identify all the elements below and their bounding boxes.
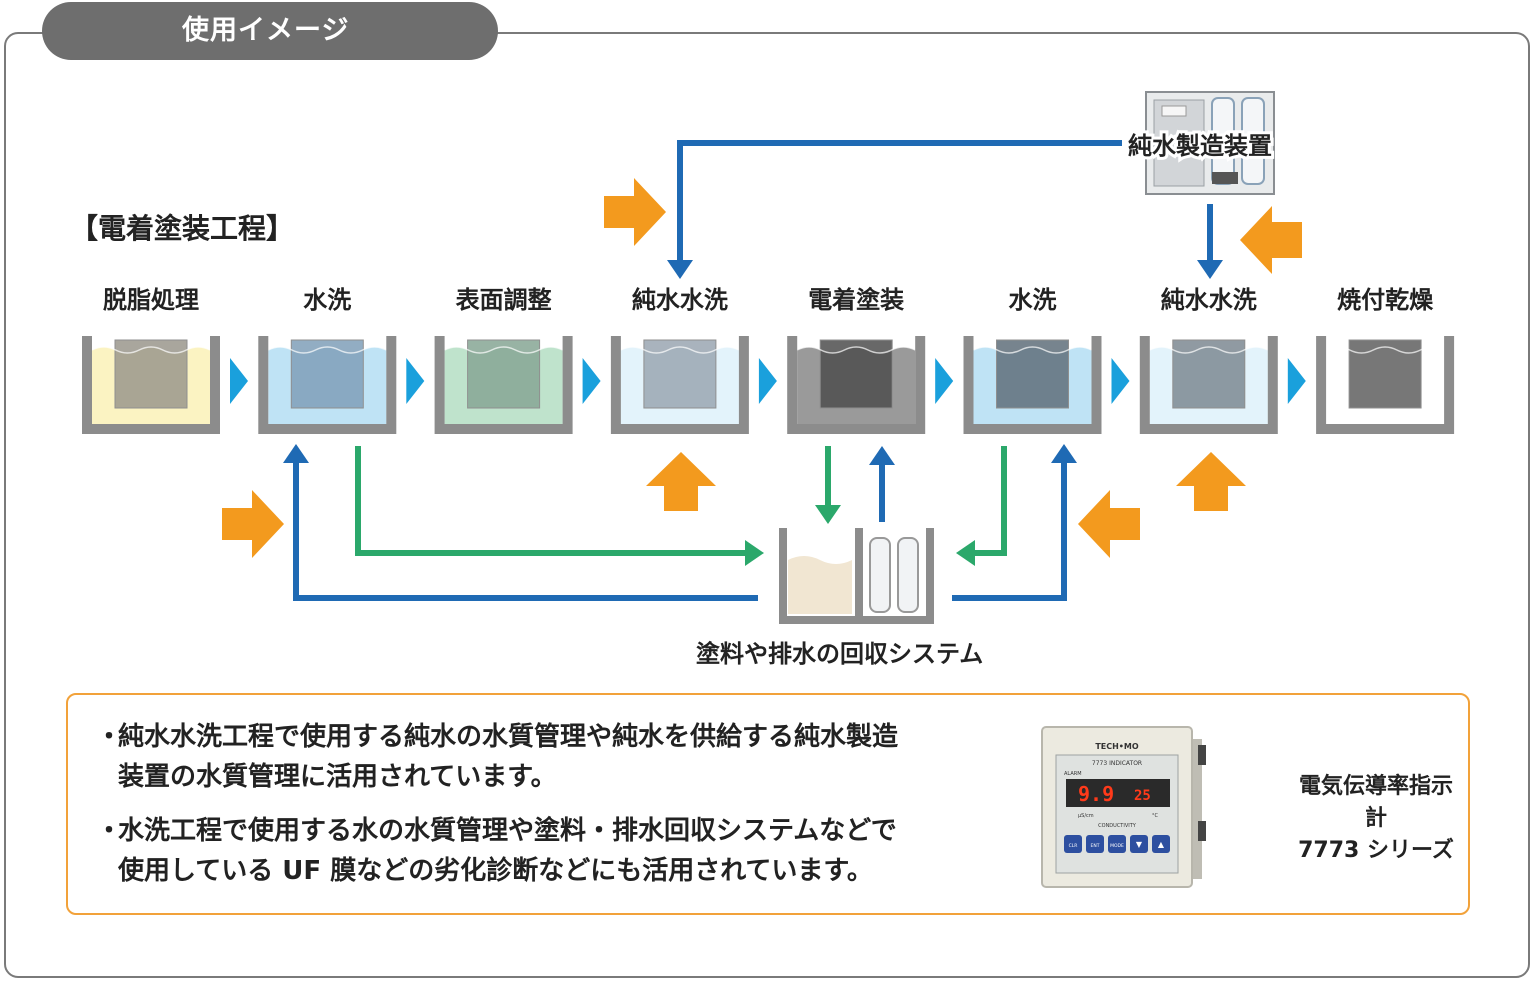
orange-arrow-left-top xyxy=(1240,206,1302,274)
meter-button xyxy=(1086,835,1104,853)
bullet-line: 装置の水質管理に活用されています。 xyxy=(118,762,557,792)
header-title: 使用イメージ xyxy=(42,2,498,60)
bullet-line: 使用している UF 膜などの劣化診断などにも活用されています。 xyxy=(118,856,873,886)
drain-line-right xyxy=(972,446,1007,556)
stage-tanks xyxy=(82,336,1455,434)
stage-labels: 脱脂処理 水洗 表面調整 純水水洗 電着塗装 水洗 純水水洗 焼付乾燥 xyxy=(103,286,1434,314)
stage-tank xyxy=(610,336,749,434)
content-frame xyxy=(4,32,1530,978)
info-box: ・ 純水水洗工程で使用する純水の水質管理や純水を供給する純水製造 装置の水質管理… xyxy=(66,693,1470,915)
stage-tank xyxy=(787,336,926,434)
drain-arrowhead-left xyxy=(745,540,764,566)
meter-button-label: ▼ xyxy=(1136,840,1143,849)
orange-arrow-right-lower xyxy=(222,490,284,558)
flow-chevron-icon xyxy=(1287,358,1306,404)
meter-model: 7773 INDICATOR xyxy=(1092,760,1142,767)
meter-button-label: CLR xyxy=(1069,843,1078,849)
meter-alarm: ALARM xyxy=(1064,771,1082,777)
meter-brand: TECH•MO xyxy=(1095,742,1139,751)
bullet-line: 純水水洗工程で使用する純水の水質管理や純水を供給する純水製造 xyxy=(118,722,899,752)
conductivity-meter-image: TECH•MO 7773 INDICATOR ALARM 9.9 25 µS/c… xyxy=(1041,726,1206,888)
meter-buttons: CLR ENT MODE ▼ ▲ xyxy=(1064,835,1170,853)
purifier-label: 純水製造装置 xyxy=(1128,132,1272,160)
supply-arrowhead-left xyxy=(667,260,693,279)
stage-label: 表面調整 xyxy=(456,286,552,314)
stage-label: 焼付乾燥 xyxy=(1337,286,1434,314)
meter-mode: CONDUCTIVITY xyxy=(1098,823,1137,829)
device-caption-line1: 電気伝導率指示計 xyxy=(1298,774,1453,831)
meter-button-label: ENT xyxy=(1091,843,1100,849)
supply-arrowhead-right xyxy=(1197,260,1223,279)
orange-arrow-up-left xyxy=(646,452,716,511)
flow-chevron-icon xyxy=(1111,358,1130,404)
stage-label: 水洗 xyxy=(1009,286,1057,314)
flow-chevron-icon xyxy=(582,358,601,404)
bullet-mark: ・ xyxy=(96,816,123,846)
flow-chevron-icon xyxy=(935,358,954,404)
stage-label: 純水水洗 xyxy=(632,286,728,314)
info-bullet: ・ 純水水洗工程で使用する純水の水質管理や純水を供給する純水製造 装置の水質管理… xyxy=(96,717,1018,797)
recovery-label: 塗料や排水の回収システム xyxy=(696,640,983,668)
return-arrowhead-left xyxy=(283,444,309,463)
meter-unit-main: µS/cm xyxy=(1078,813,1094,819)
stage-label: 純水水洗 xyxy=(1161,286,1257,314)
orange-arrow-right-top xyxy=(604,178,666,246)
flow-chevron-icon xyxy=(230,358,248,404)
drain-arrowhead-right xyxy=(956,540,975,566)
stage-tank xyxy=(258,336,397,434)
stage-tank xyxy=(1139,336,1278,434)
meter-reading-temp: 25 xyxy=(1134,788,1151,804)
recovery-return-line-right xyxy=(952,460,1067,601)
return-arrowhead-right xyxy=(1051,444,1077,463)
section-title: 【電着塗装工程】 xyxy=(70,212,294,245)
meter-button xyxy=(1064,835,1082,853)
recovery-return-line-left xyxy=(293,460,758,601)
orange-arrow-up-right xyxy=(1176,452,1246,511)
recovery-system-tank xyxy=(779,528,934,624)
device-caption-line2: 7773 シリーズ xyxy=(1298,838,1454,863)
meter-button xyxy=(1152,835,1170,853)
drain-arrowhead-center xyxy=(815,505,841,524)
stage-tank xyxy=(963,336,1102,434)
info-bullet: ・ 水洗工程で使用する水の水質管理や塗料・排水回収システムなどで 使用している … xyxy=(96,811,1018,891)
bullet-line: 水洗工程で使用する水の水質管理や塗料・排水回収システムなどで xyxy=(118,816,897,846)
meter-button-label: ▲ xyxy=(1158,840,1165,849)
meter-button xyxy=(1108,835,1126,853)
pure-water-supply-line xyxy=(677,140,1122,262)
device-caption: 電気伝導率指示計 7773 シリーズ xyxy=(1296,771,1456,867)
flow-chevron-icon xyxy=(758,358,777,404)
meter-button xyxy=(1130,835,1148,853)
orange-arrow-left-lower xyxy=(1078,490,1140,558)
meter-reading-main: 9.9 xyxy=(1078,782,1114,806)
meter-button-label: MODE xyxy=(1110,843,1124,849)
bullet-mark: ・ xyxy=(96,722,123,752)
stage-label: 電着塗装 xyxy=(808,286,904,314)
stage-label: 水洗 xyxy=(303,286,351,314)
input-arrows xyxy=(222,178,1302,558)
stage-tank xyxy=(1316,336,1455,434)
drain-line-left xyxy=(355,446,748,556)
pure-water-unit xyxy=(1145,91,1275,195)
stage-tank xyxy=(82,336,220,434)
return-arrowhead-center xyxy=(869,446,895,465)
flow-chevron-icon xyxy=(406,358,425,404)
stage-tank xyxy=(434,336,573,434)
meter-unit-temp: °C xyxy=(1152,813,1159,819)
process-diagram: 【電着塗装工程】 純水製造装置 脱脂処理 水洗 表面調整 純水水洗 電着塗装 水洗 純水水洗… xyxy=(70,91,1455,668)
stage-chevrons xyxy=(230,358,1306,404)
stage-label: 脱脂処理 xyxy=(103,286,199,314)
